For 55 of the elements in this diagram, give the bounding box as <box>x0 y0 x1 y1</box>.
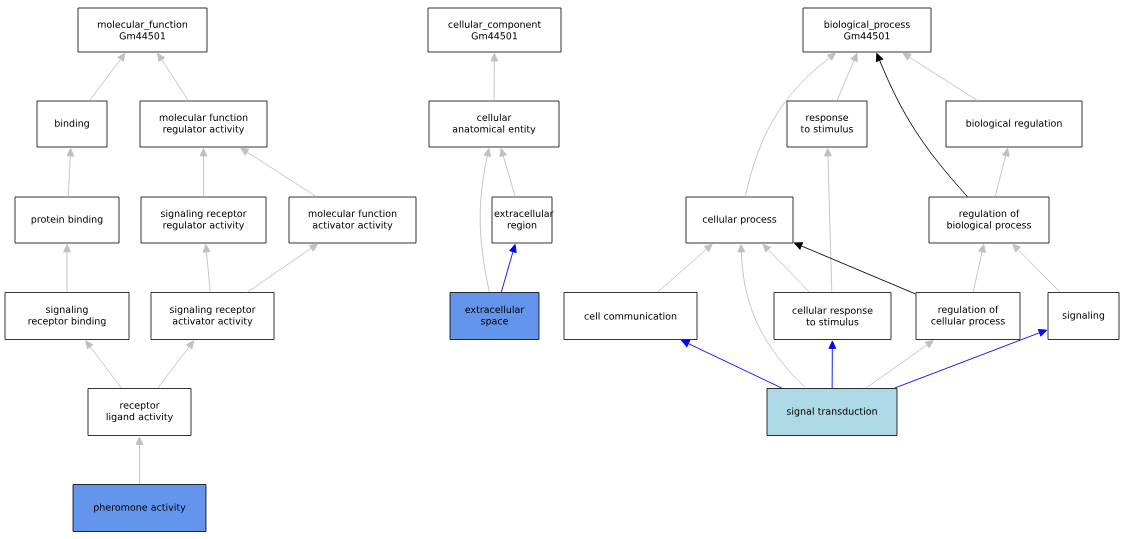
arrow <box>894 329 1047 389</box>
arrow <box>762 243 810 293</box>
arrow <box>240 147 317 198</box>
term-box: cell communication <box>563 292 698 340</box>
arrow <box>876 53 968 198</box>
term-box: cellular_component Gm44501 <box>427 7 562 53</box>
arrow <box>499 148 516 198</box>
arrow <box>500 244 517 293</box>
arrow <box>490 53 499 102</box>
arrow <box>836 52 858 102</box>
arrow <box>972 244 986 293</box>
arrow <box>157 340 195 389</box>
term-box: biological regulation <box>945 100 1083 148</box>
arrow <box>1012 243 1061 293</box>
term-box: molecular function activator activity <box>288 196 417 244</box>
term-box: binding <box>36 100 108 148</box>
arrow <box>199 148 208 198</box>
term-box: regulation of biological process <box>928 196 1050 244</box>
arrow <box>824 148 833 293</box>
term-box: receptor ligand activity <box>87 388 192 436</box>
arrow <box>681 339 783 389</box>
arrow <box>157 52 189 102</box>
arrow <box>744 52 836 198</box>
term-box: cellular anatomical entity <box>428 100 560 148</box>
term-box: signaling receptor regulator activity <box>140 196 267 244</box>
arrow <box>902 52 978 102</box>
arrow <box>66 148 75 198</box>
term-box: molecular function regulator activity <box>139 100 268 148</box>
term-box: biological_process Gm44501 <box>802 7 932 53</box>
arrow <box>246 243 318 293</box>
term-box: regulation of cellular process <box>915 292 1021 340</box>
term-box: signaling receptor activator activity <box>150 292 275 340</box>
arrow <box>828 340 837 389</box>
arrow <box>63 244 71 293</box>
term-box: signaling <box>1047 292 1120 340</box>
arrow <box>994 148 1010 198</box>
arrow <box>657 243 713 293</box>
term-box: signal transduction <box>766 388 898 436</box>
term-box: signaling receptor binding <box>4 292 130 340</box>
arrow <box>479 148 492 293</box>
arrow <box>85 340 122 389</box>
term-box: response to stimulus <box>786 100 868 148</box>
term-box: extracellular region <box>491 196 554 244</box>
arrow <box>135 436 144 485</box>
arrow <box>89 52 126 102</box>
arrow <box>865 340 934 389</box>
term-box: pheromone activity <box>72 484 207 532</box>
arrow <box>737 244 807 389</box>
term-box: cellular response to stimulus <box>773 292 892 340</box>
term-box: molecular_function Gm44501 <box>77 7 208 53</box>
term-box: protein binding <box>14 196 120 244</box>
arrow <box>202 244 211 293</box>
term-box: extracellular space <box>449 292 540 340</box>
term-box: cellular process <box>685 196 794 244</box>
arrow <box>793 242 917 295</box>
